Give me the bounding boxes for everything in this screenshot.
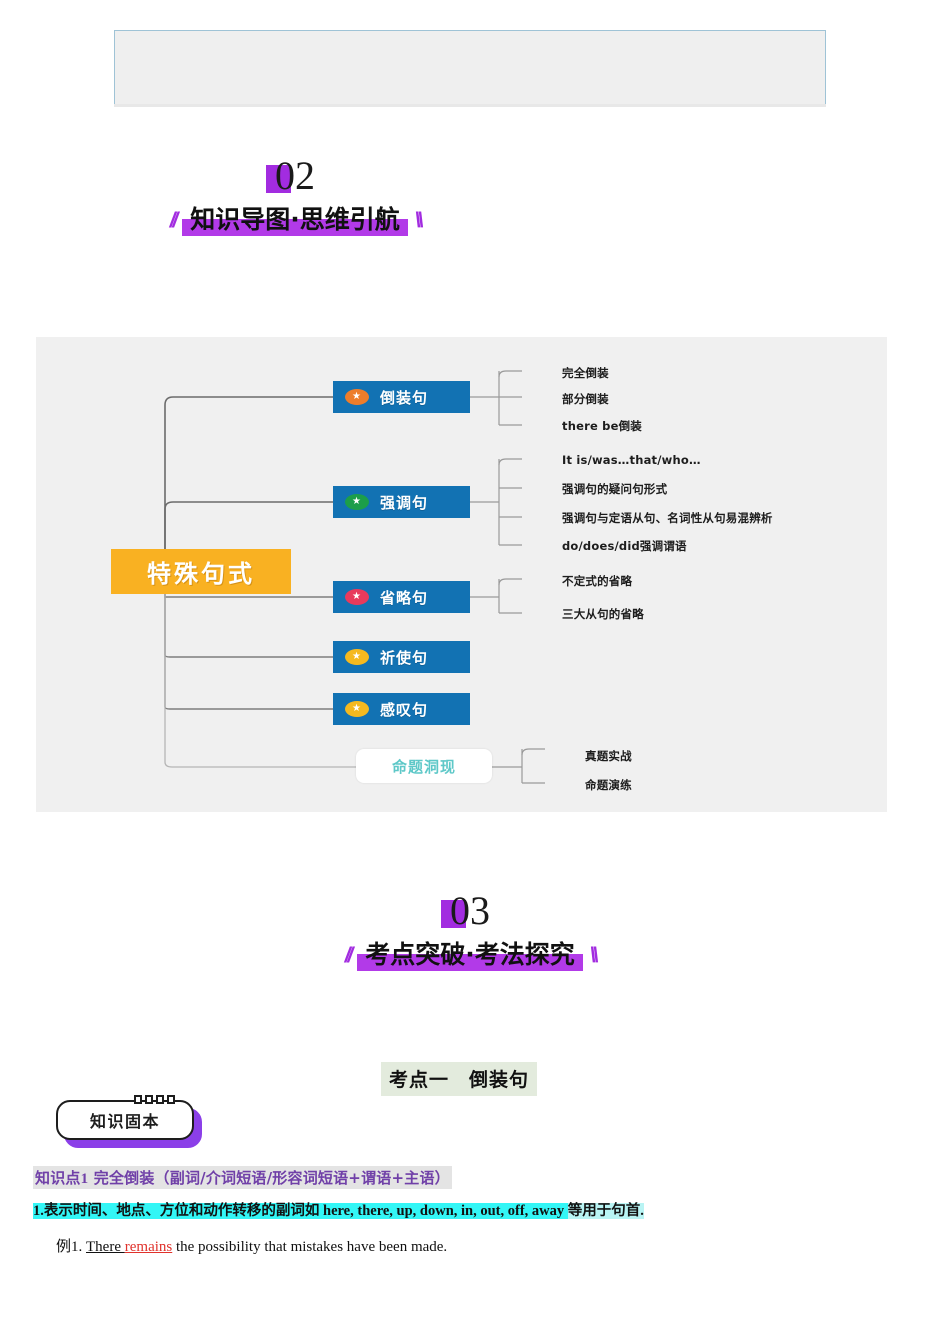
section-number-square-02 xyxy=(266,165,291,193)
section-number-block-03: 03 xyxy=(325,890,615,932)
mindmap-node-daozhuangju[interactable]: ★ 倒装句 xyxy=(333,381,470,413)
section-title-row-03: // 考点突破·考法探究 \\ xyxy=(325,934,615,976)
mindmap-leaf[interactable]: 不定式的省略 xyxy=(562,574,633,588)
example-label: 例1. xyxy=(56,1239,83,1255)
mindmap-leaf[interactable]: It is/was…that/who… xyxy=(562,453,701,467)
mindmap-node-shenglueju[interactable]: ★ 省略句 xyxy=(333,581,470,613)
mindmap-node-label: 省略句 xyxy=(380,588,429,607)
mindmap-root-node[interactable]: 特殊句式 xyxy=(111,549,291,594)
mindmap-node-qiangdiaoju[interactable]: ★ 强调句 xyxy=(333,486,470,518)
star-icon-red: ★ xyxy=(345,589,369,605)
section-number-block-02: 02 xyxy=(150,155,440,197)
mindmap-leaf[interactable]: 命题演练 xyxy=(585,778,632,792)
knowledge-badge-dots-icon xyxy=(134,1095,175,1104)
mindmap-node-label: 祈使句 xyxy=(380,648,429,667)
star-icon-yellow: ★ xyxy=(345,701,369,717)
knowledge-point-heading: 知识点1 完全倒装（副词/介词短语/形容词短语+谓语+主语） xyxy=(33,1166,452,1189)
section-title-03: 考点突破·考法探究 xyxy=(365,940,575,969)
section-title-02: 知识导图·思维引航 xyxy=(190,205,400,234)
mindmap-leaf[interactable]: 强调句的疑问句形式 xyxy=(562,482,668,496)
example-rest: the possibility that mistakes have been … xyxy=(172,1239,448,1255)
empty-content-frame xyxy=(114,30,826,104)
mindmap-node-label: 强调句 xyxy=(380,493,429,512)
star-icon-orange: ★ xyxy=(345,389,369,405)
mindmap-leaf[interactable]: 完全倒装 xyxy=(562,366,609,380)
section-heading-03: 03 // 考点突破·考法探究 \\ xyxy=(325,890,615,980)
mindmap-canvas: 特殊句式 ★ 倒装句 完全倒装 部分倒装 there be倒装 ★ 强调句 It… xyxy=(36,337,887,812)
section-title-row-02: // 知识导图·思维引航 \\ xyxy=(150,199,440,241)
mindmap-root-label: 特殊句式 xyxy=(147,560,255,588)
slash-left-icon-02: // xyxy=(169,208,179,232)
section-title-box-02: 知识导图·思维引航 xyxy=(182,202,408,238)
knowledge-badge-body: 知识固本 xyxy=(56,1100,194,1140)
slash-right-icon-03: \\ xyxy=(589,943,599,967)
example-verb: remains xyxy=(124,1239,173,1255)
rule-number: 1. xyxy=(33,1203,44,1219)
slash-left-icon-03: // xyxy=(344,943,354,967)
rule-chinese-after: 等用于句首. xyxy=(567,1203,644,1219)
mindmap-node-label: 命题洞现 xyxy=(391,757,456,776)
section-title-underline-02 xyxy=(182,219,408,236)
knowledge-point-title: 完全倒装（副词/介词短语/形容词短语+谓语+主语） xyxy=(93,1169,450,1187)
example-subject: There xyxy=(86,1239,125,1255)
mindmap-leaf[interactable]: 部分倒装 xyxy=(562,392,609,406)
section-heading-02: 02 // 知识导图·思维引航 \\ xyxy=(150,155,440,245)
mindmap-node-label: 倒装句 xyxy=(380,388,429,407)
mindmap-leaf[interactable]: there be倒装 xyxy=(562,419,642,433)
mindmap-leaf[interactable]: 真题实战 xyxy=(585,749,632,763)
mindmap-connector-lines xyxy=(164,370,545,784)
mindmap-node-mingtidongxian[interactable]: 命题洞现 xyxy=(356,749,492,783)
star-icon-yellow: ★ xyxy=(345,649,369,665)
mindmap-node-gantanju[interactable]: ★ 感叹句 xyxy=(333,693,470,725)
rule-chinese-before: 表示时间、地点、方位和动作转移的副词如 xyxy=(43,1203,320,1219)
mindmap-leaf[interactable]: 强调句与定语从句、名词性从句易混辨析 xyxy=(562,511,773,525)
knowledge-badge-label: 知识固本 xyxy=(89,1112,160,1131)
section-number-02: 02 xyxy=(275,153,315,198)
example-sentence: 例1. There remains the possibility that m… xyxy=(56,1235,447,1256)
mindmap-leaf[interactable]: do/does/did强调谓语 xyxy=(562,539,687,553)
knowledge-badge: 知识固本 xyxy=(56,1095,206,1152)
star-icon-green: ★ xyxy=(345,494,369,510)
knowledge-point-number: 1 xyxy=(80,1171,89,1187)
mindmap-leaf[interactable]: 三大从句的省略 xyxy=(562,607,644,621)
section-title-box-03: 考点突破·考法探究 xyxy=(357,937,583,973)
rule-text-line: 1.表示时间、地点、方位和动作转移的副词如 here, there, up, d… xyxy=(33,1199,644,1220)
section-number-square-03 xyxy=(441,900,466,928)
rule-adverb-list: here, there, up, down, in, out, off, awa… xyxy=(323,1203,565,1219)
mindmap-node-label: 感叹句 xyxy=(380,700,429,719)
slash-right-icon-02: \\ xyxy=(414,208,424,232)
knowledge-point-prefix: 知识点 xyxy=(35,1169,81,1187)
page-title: 考点一 倒装句 xyxy=(381,1062,538,1096)
section-title-underline-03 xyxy=(357,954,583,971)
empty-content-frame-shadow xyxy=(114,104,826,107)
section-number-03: 03 xyxy=(450,888,490,933)
mindmap-node-qishiju[interactable]: ★ 祈使句 xyxy=(333,641,470,673)
